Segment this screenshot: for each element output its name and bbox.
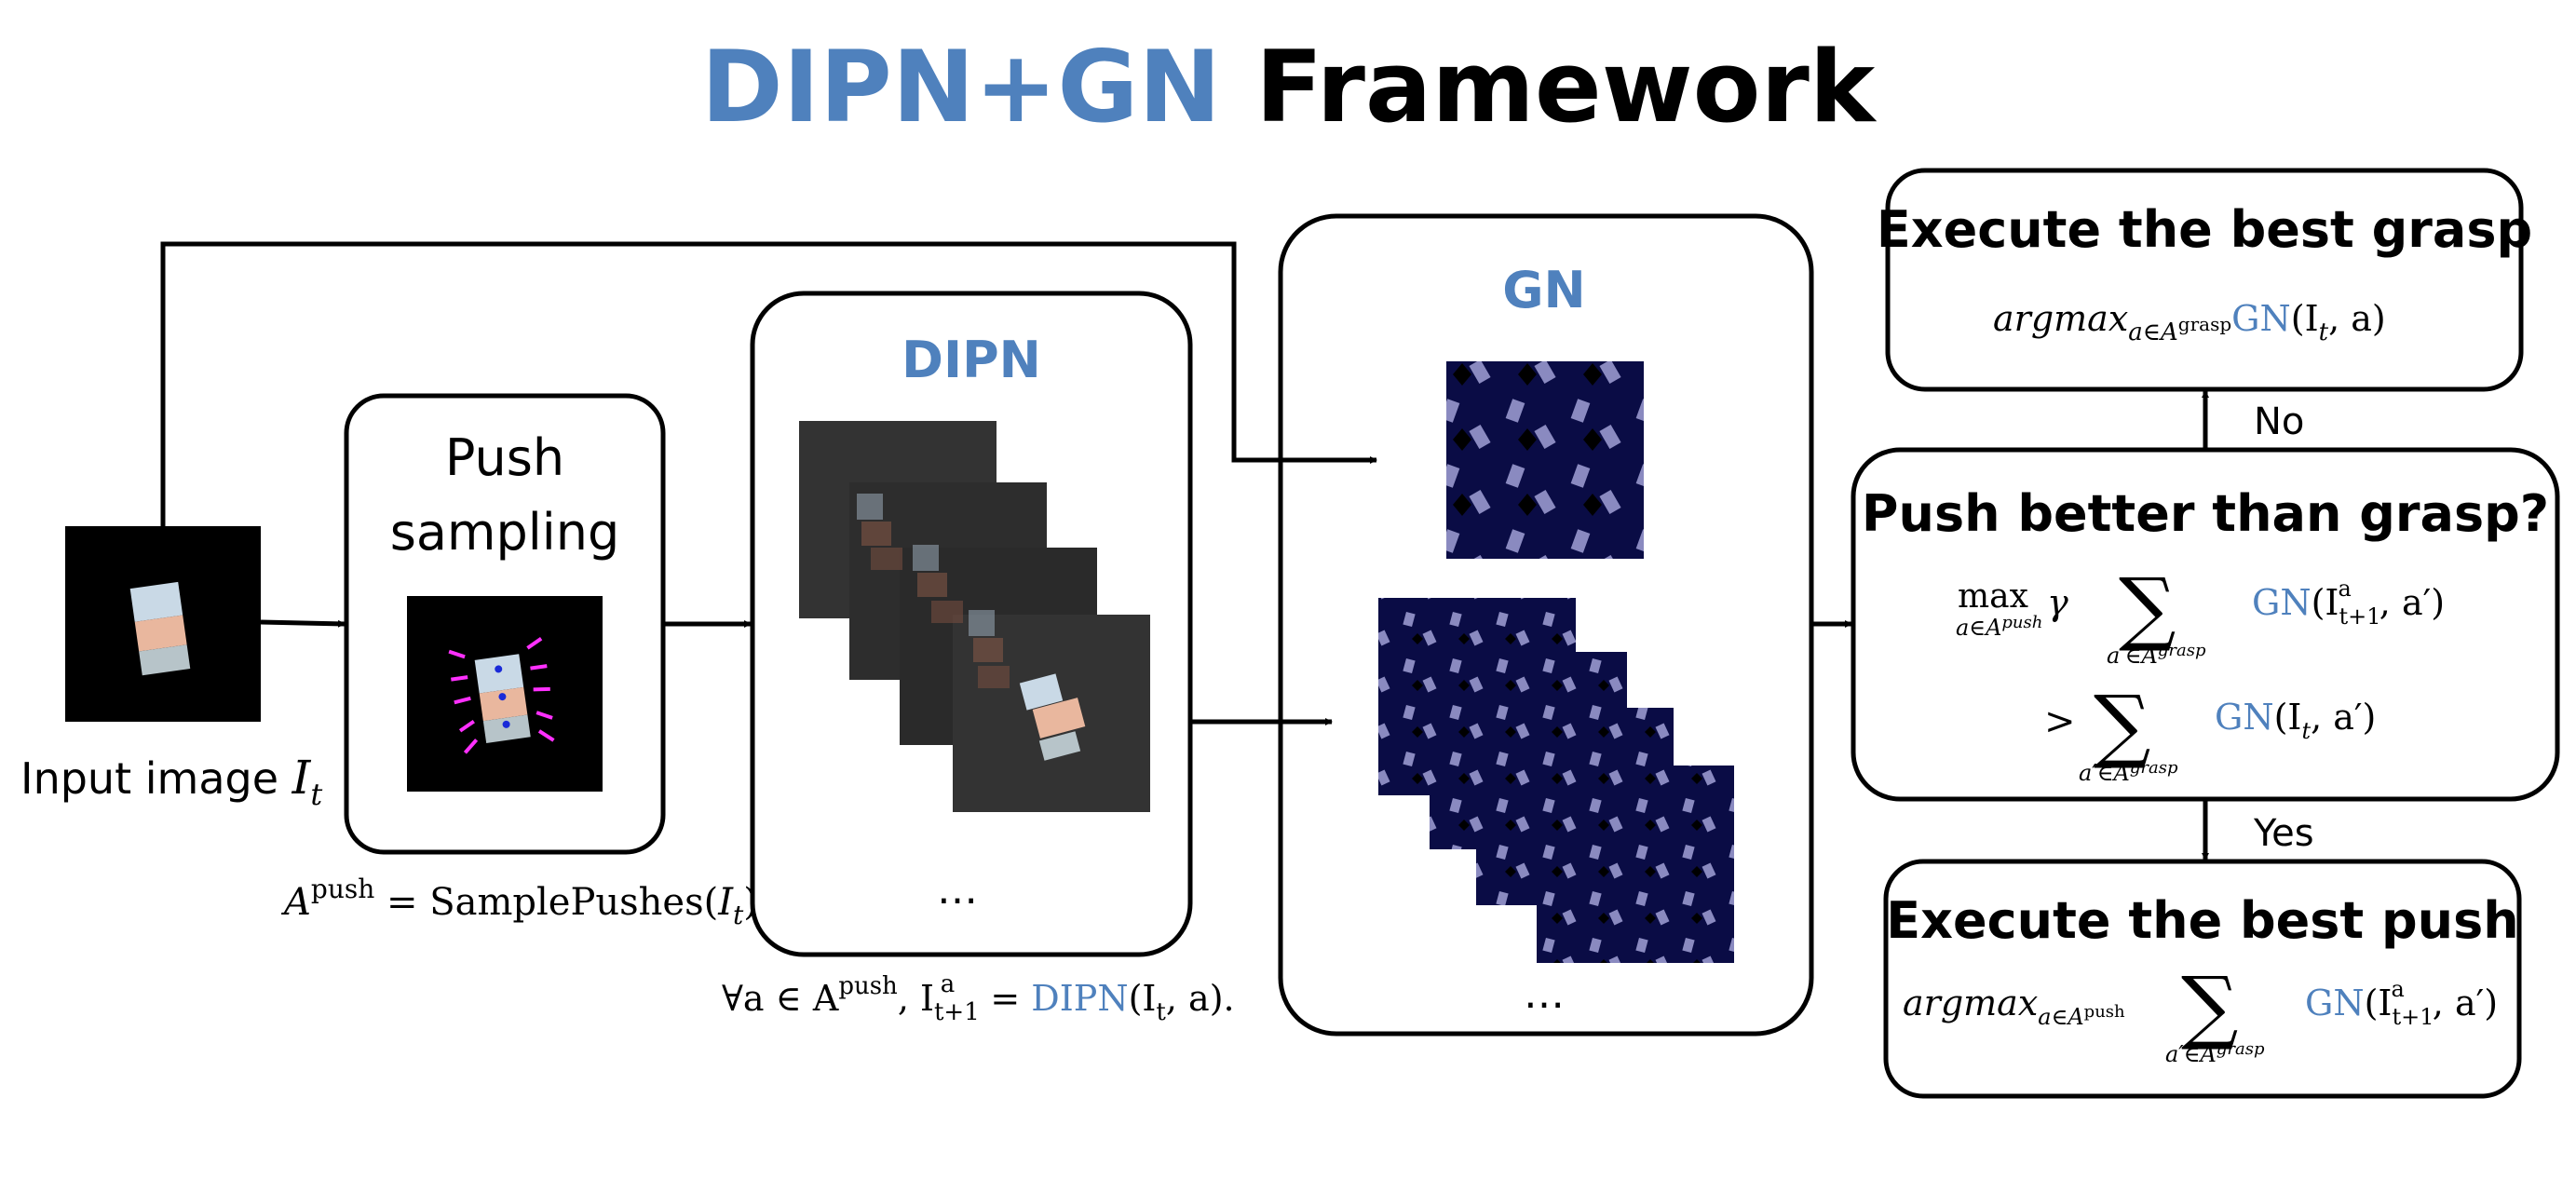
input-image xyxy=(65,526,261,722)
best-push-sum-subscript: a′∈Agrasp xyxy=(2165,1039,2265,1067)
decision-max-subscript: a∈Apush xyxy=(1956,613,2042,641)
push-sampling-title-line1: Push xyxy=(445,428,564,487)
svg-text:∑: ∑ xyxy=(2119,562,2176,655)
gn-title: GN xyxy=(1502,261,1586,319)
decision-title: Push better than grasp? xyxy=(1862,484,2549,543)
arrow-input-to-push-sampling xyxy=(260,619,346,628)
dipn-formula: ∀a ∈ Apush, It+1a = DIPN(It, a). xyxy=(722,970,1235,1026)
svg-text:∑: ∑ xyxy=(2094,679,2150,772)
svg-text:GN(It+1a, a′): GN(It+1a, a′) xyxy=(2305,976,2498,1030)
push-sampling-title-line2: sampling xyxy=(390,503,620,562)
arrow-input-to-gn xyxy=(160,241,1377,526)
svg-text:max: max xyxy=(1958,577,2028,616)
input-image-label: Input image It xyxy=(20,751,322,812)
decision-formula: max a∈Apush γ ∑ a′∈Agrasp GN(It+1a, a′) … xyxy=(1956,562,2445,786)
diagram-title: DIPN+GN Framework xyxy=(701,30,1878,144)
decision-term-1: GN(It+1a, a′) xyxy=(2252,576,2445,630)
dipn-title: DIPN xyxy=(902,331,1041,389)
gn-input-grasp-map xyxy=(1446,361,1644,559)
svg-text:γ: γ xyxy=(2047,582,2068,623)
best-grasp-box xyxy=(1885,168,2524,392)
svg-text:argmaxa∈Apush: argmaxa∈Apush xyxy=(1903,982,2125,1030)
best-push-title: Execute the best push xyxy=(1886,891,2518,950)
edge-label-no: No xyxy=(2254,400,2304,443)
push-sampling-formula: Apush = SamplePushes(It) xyxy=(280,874,758,930)
decision-term-2: GN(It, a′) xyxy=(2215,697,2376,744)
svg-text:>: > xyxy=(2044,700,2076,743)
arrows xyxy=(160,241,2209,861)
decision-sum-subscript-2: a′∈Agrasp xyxy=(2079,758,2178,786)
gn-ellipsis: … xyxy=(1524,970,1565,1018)
svg-text:∑: ∑ xyxy=(2181,960,2238,1053)
dipn-ellipsis: … xyxy=(937,866,978,914)
best-push-formula: argmaxa∈Apush ∑ a′∈Agrasp GN(It+1a, a′) xyxy=(1903,960,2498,1067)
decision-sum-subscript-1: a′∈Agrasp xyxy=(2107,641,2206,669)
best-grasp-formula: argmaxa∈AgraspGN(It, a) xyxy=(1993,298,2386,346)
best-grasp-title: Execute the best grasp xyxy=(1877,200,2532,259)
dipn-predicted-images xyxy=(799,421,1150,812)
push-sampling-image xyxy=(407,596,603,792)
gn-predicted-grasp-maps xyxy=(1378,598,1734,963)
edge-label-yes: Yes xyxy=(2253,812,2314,855)
best-push-box xyxy=(1883,859,2522,1099)
